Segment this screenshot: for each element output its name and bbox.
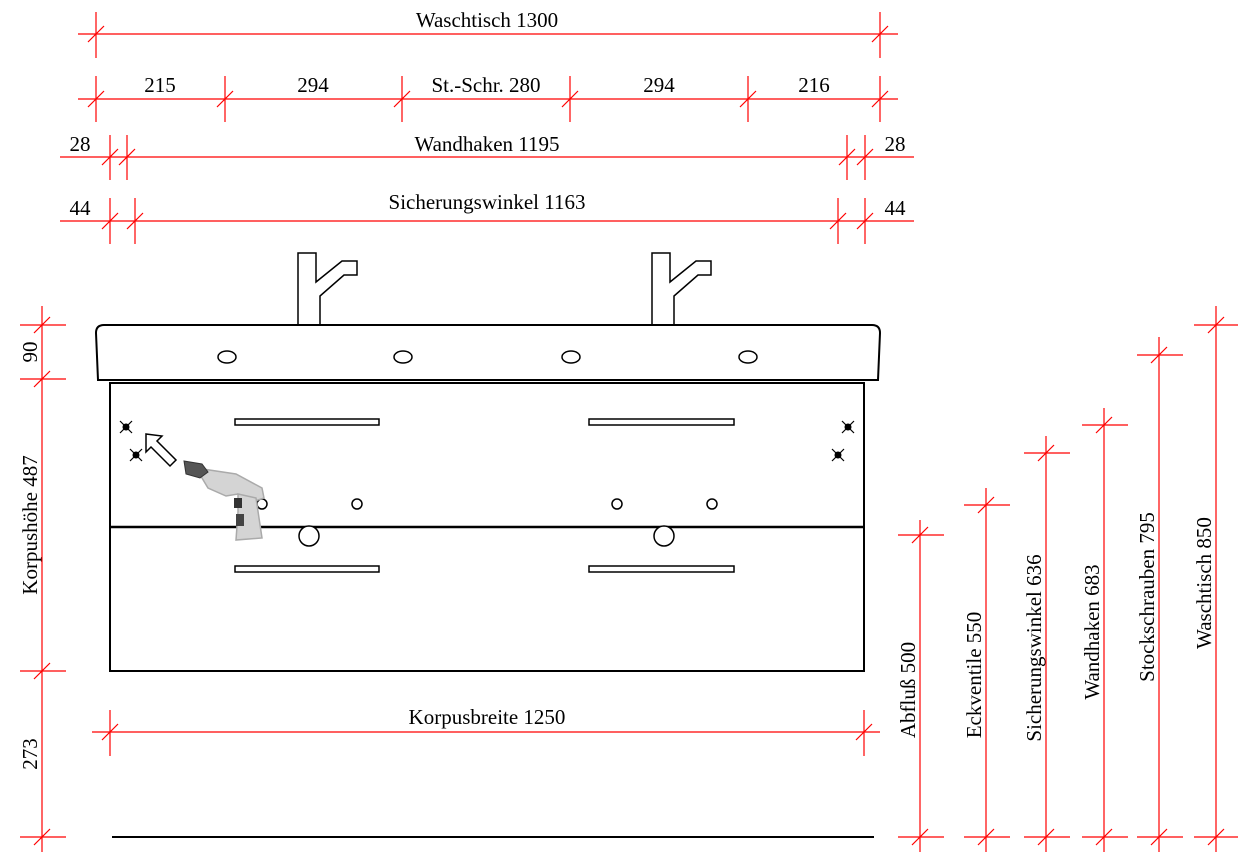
arrow-icon <box>145 433 178 468</box>
screw-mark-icon <box>831 448 845 462</box>
cabinet-body <box>109 382 865 672</box>
drain-hole <box>298 525 320 547</box>
pipe-hole <box>611 498 623 510</box>
dim-label-seg-3: St.-Schr. 280 <box>431 73 540 97</box>
dim-label-wandhaken-height: Wandhaken 683 <box>1080 564 1104 699</box>
overflow-hole <box>393 350 413 364</box>
dim-label-waschtisch-height: Waschtisch 850 <box>1192 517 1216 649</box>
drawer-handle <box>234 565 380 573</box>
dim-col-stockschrauben: Stockschrauben 795 <box>1135 337 1183 852</box>
dim-label-wandhaken-left: 28 <box>70 132 91 156</box>
dim-row-waschtisch: Waschtisch 1300 <box>78 8 898 58</box>
drawer-handle <box>588 418 735 426</box>
dim-label-seg-4: 294 <box>643 73 675 97</box>
dim-col-abfluss: Abfluß 500 <box>896 520 944 852</box>
drill-icon <box>183 460 265 541</box>
dim-label-stockschrauben: Stockschrauben 795 <box>1135 512 1159 682</box>
dim-row-sicherungswinkel: 44 Sicherungswinkel 1163 44 <box>60 190 914 244</box>
dim-col-wandhaken: Wandhaken 683 <box>1080 408 1128 852</box>
drain-hole <box>653 525 675 547</box>
dim-label-korpusbreite: Korpusbreite 1250 <box>409 705 566 729</box>
dim-col-eckventile: Eckventile 550 <box>962 488 1010 852</box>
dim-label-wandhaken-width: Wandhaken 1195 <box>414 132 559 156</box>
dim-label-sicherungswinkel-right: 44 <box>885 196 907 220</box>
right-dimension-chains: Abfluß 500 Eckventile 550 Sicherungswink… <box>896 306 1238 852</box>
overflow-hole <box>738 350 758 364</box>
pipe-hole <box>706 498 718 510</box>
pipe-hole <box>351 498 363 510</box>
drawer-handle <box>588 565 735 573</box>
dim-label-wandhaken-right: 28 <box>885 132 906 156</box>
screw-mark-icon <box>841 420 855 434</box>
overflow-hole <box>217 350 237 364</box>
dim-label-eckventile: Eckventile 550 <box>962 612 986 739</box>
dim-label-washbasin-height: 90 <box>18 342 42 363</box>
faucet-left <box>297 252 358 326</box>
left-dimension-chain: 90 Korpushöhe 487 273 <box>18 306 66 852</box>
dim-col-waschtisch: Waschtisch 850 <box>1192 306 1238 852</box>
overflow-hole <box>561 350 581 364</box>
faucet-right <box>651 252 712 326</box>
dim-label-waschtisch-width: Waschtisch 1300 <box>416 8 558 32</box>
dim-label-sicherungswinkel-width: Sicherungswinkel 1163 <box>389 190 586 214</box>
dim-label-korpushoehe: Korpushöhe 487 <box>18 455 42 594</box>
dim-label-sicherungswinkel-left: 44 <box>70 196 92 220</box>
drawer-handle <box>234 418 380 426</box>
dim-row-wandhaken: 28 Wandhaken 1195 28 <box>60 132 914 180</box>
dim-label-floor-gap: 273 <box>18 738 42 770</box>
screw-marks <box>119 420 855 462</box>
dim-col-sicherungswinkel: Sicherungswinkel 636 <box>1022 436 1070 852</box>
top-dimension-chains: Waschtisch 1300 215 294 St.-Schr. 280 29… <box>60 8 914 244</box>
dim-row-segments: 215 294 St.-Schr. 280 294 216 <box>78 73 898 122</box>
dim-label-seg-2: 294 <box>297 73 329 97</box>
bottom-dimension: Korpusbreite 1250 <box>92 705 880 756</box>
dim-label-abfluss: Abfluß 500 <box>896 642 920 738</box>
dim-label-seg-1: 215 <box>144 73 176 97</box>
dim-label-sicherungswinkel-height: Sicherungswinkel 636 <box>1022 554 1046 741</box>
dim-label-seg-5: 216 <box>798 73 830 97</box>
screw-mark-icon <box>129 448 143 462</box>
screw-mark-icon <box>119 420 133 434</box>
washbasin-top <box>94 324 882 381</box>
